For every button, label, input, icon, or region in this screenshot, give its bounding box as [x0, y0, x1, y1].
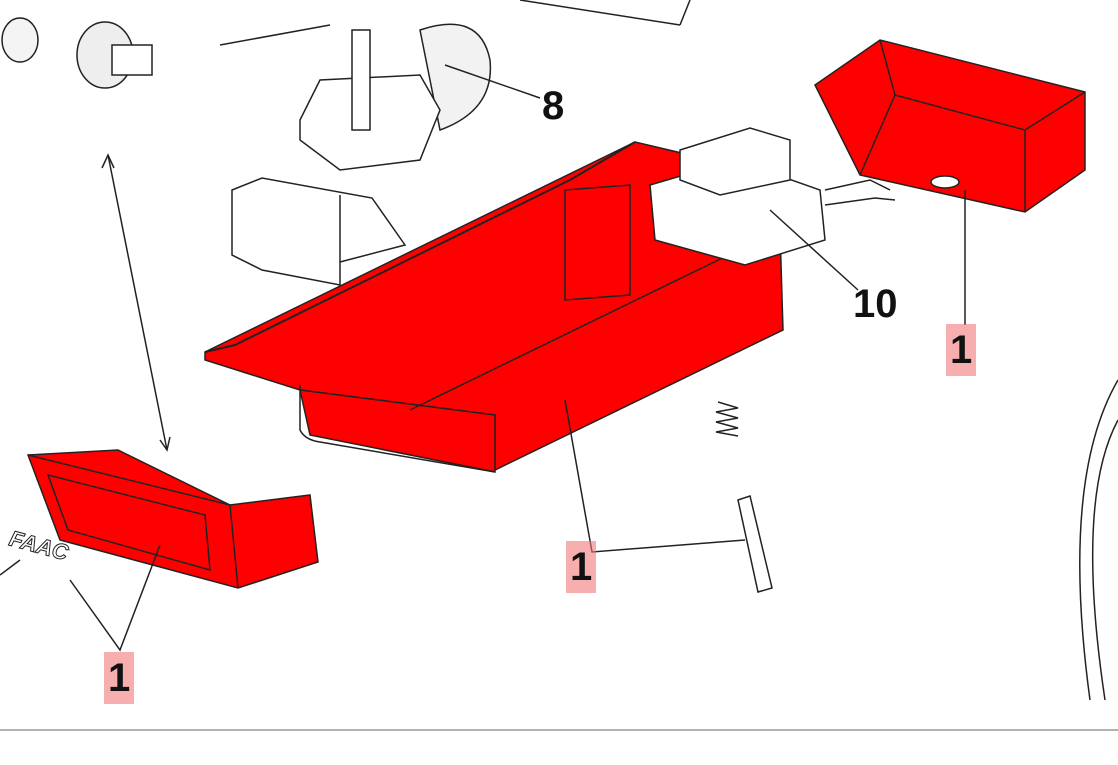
cover-right-part — [814, 39, 1086, 213]
callout-cover-right: 1 — [946, 324, 977, 376]
callout-motor: 8 — [542, 84, 565, 128]
pin-part — [737, 495, 773, 593]
motor-part — [219, 23, 492, 171]
callout-housing-center: 1 — [566, 541, 597, 593]
spring-part — [715, 401, 739, 437]
assembly-arrow — [101, 153, 171, 452]
wheel-part — [1079, 379, 1118, 701]
housing-center-part — [204, 141, 784, 473]
bracket-part — [231, 177, 407, 286]
callout-cover-left: 1 — [104, 652, 135, 704]
transformer-part — [649, 127, 896, 266]
callout-transformer: 10 — [853, 282, 898, 326]
lamp-socket-part — [1, 17, 153, 89]
cover-left-part — [26, 449, 319, 589]
